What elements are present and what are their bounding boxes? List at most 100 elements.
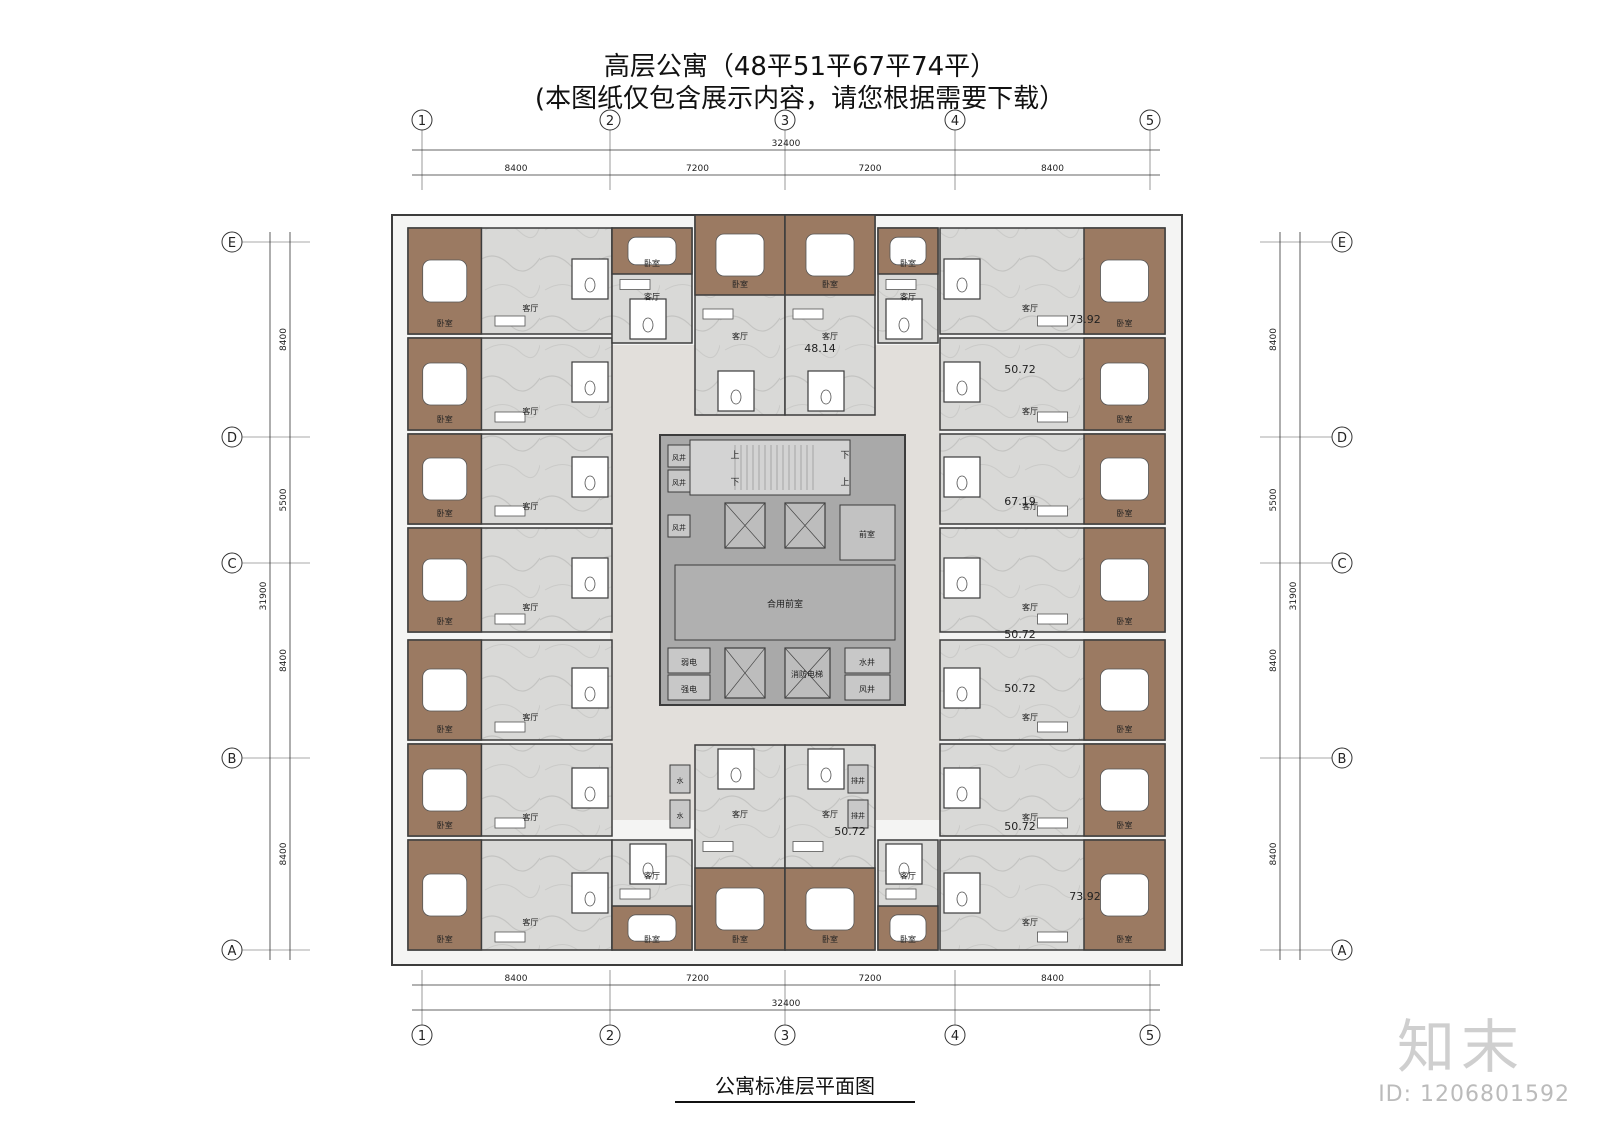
weak-electric-room <box>667 647 711 674</box>
grid-label-col: 3 <box>781 1029 789 1044</box>
stair-down-label: 下 <box>840 451 849 461</box>
corridor-shaft-label: 排井 <box>851 776 865 785</box>
living-label: 客厅 <box>644 871 660 881</box>
bed <box>422 457 468 501</box>
toilet <box>898 862 910 878</box>
toilet <box>584 576 596 592</box>
unit-area-label: 50.72 <box>1004 628 1036 641</box>
toilet <box>956 475 968 491</box>
toilet <box>956 277 968 293</box>
bed <box>422 668 468 712</box>
grid-label-col: 2 <box>606 1029 614 1044</box>
corridor-shaft-label: 排井 <box>851 811 865 820</box>
bed <box>1100 362 1149 406</box>
sofa <box>1037 721 1068 733</box>
sofa <box>494 817 526 829</box>
drawing-title: 公寓标准层平面图 <box>675 1070 915 1103</box>
shaft-label: 风井 <box>672 478 686 487</box>
dimension-col-spacing: 7200 <box>859 164 882 174</box>
dimension-row-spacing: 5500 <box>279 488 289 511</box>
smoke-shaft-core <box>844 674 891 701</box>
bed <box>889 914 927 942</box>
elevator-cross <box>784 502 826 549</box>
dimension-col-spacing: 7200 <box>859 974 882 984</box>
toilet <box>642 862 654 878</box>
dimension-total-width: 32400 <box>772 999 801 1009</box>
grid-label-row: A <box>228 944 237 959</box>
water-shaft <box>844 647 891 674</box>
apartment-units: 卧室客厅卧室客厅卧室客厅卧室客厅卧室客厅卧室客厅卧室客厅卧室客厅卧室客厅卧室客厅… <box>407 214 1166 951</box>
grid-label-row: B <box>1338 752 1347 767</box>
sofa <box>792 841 824 852</box>
toilet <box>820 767 832 783</box>
sofa <box>619 279 651 290</box>
bed <box>627 236 677 266</box>
sofa <box>885 279 917 290</box>
unit-right-1: 卧室 客厅 <box>939 227 1166 335</box>
bed <box>1100 457 1149 501</box>
sofa <box>702 308 734 320</box>
grid-label-row: E <box>228 236 236 251</box>
toilet <box>820 389 832 405</box>
sofa <box>1037 315 1068 327</box>
grid-label-col: 2 <box>606 114 614 129</box>
shaft-label: 风井 <box>859 684 875 694</box>
living-label: 客厅 <box>1022 917 1038 927</box>
bedroom-label: 卧室 <box>437 934 453 944</box>
dimension-row-spacing: 8400 <box>1269 842 1279 865</box>
bedroom-label: 卧室 <box>900 258 916 268</box>
stair <box>689 439 851 496</box>
unit-area-label: 50.72 <box>834 825 866 838</box>
sofa <box>702 841 734 852</box>
bedroom-label: 卧室 <box>1117 616 1133 626</box>
living-label: 客厅 <box>822 809 838 819</box>
sofa <box>494 411 526 423</box>
sofa <box>1037 613 1068 625</box>
shaft-3 <box>667 514 691 538</box>
bed <box>715 887 765 931</box>
bed <box>422 768 468 812</box>
dimension-row-spacing: 8400 <box>1269 328 1279 351</box>
shared-anteroom <box>674 564 896 641</box>
bedroom-label: 卧室 <box>1117 724 1133 734</box>
grid-label-col: 4 <box>951 114 959 129</box>
bed <box>805 233 855 277</box>
corridor-shaft-2 <box>669 799 691 829</box>
elevator-cross <box>724 502 766 549</box>
corridor-shaft-label: 水 <box>677 811 684 820</box>
grid-label-row: E <box>1338 236 1346 251</box>
living-label: 客厅 <box>1022 303 1038 313</box>
living-label: 客厅 <box>900 871 916 881</box>
bedroom-label: 卧室 <box>1117 934 1133 944</box>
grid-label-col: 3 <box>781 114 789 129</box>
sofa <box>885 888 917 900</box>
dimension-total-height: 31900 <box>1289 581 1299 610</box>
elevator-cross <box>784 647 831 699</box>
bedroom-label: 卧室 <box>1117 318 1133 328</box>
living-label: 客厅 <box>732 809 748 819</box>
bedroom-label: 卧室 <box>1117 820 1133 830</box>
bed <box>627 914 677 942</box>
elevator-cross <box>724 647 766 699</box>
dimension-row-spacing: 8400 <box>279 842 289 865</box>
anteroom <box>839 504 896 561</box>
toilet <box>584 686 596 702</box>
toilet <box>584 475 596 491</box>
sofa <box>619 888 651 900</box>
brand-logo: 知末 <box>1396 1013 1525 1081</box>
bedroom-label: 卧室 <box>437 508 453 518</box>
bed <box>889 236 927 266</box>
sofa <box>494 505 526 517</box>
unit-area-label: 67.19 <box>1004 495 1036 508</box>
bedroom-label: 卧室 <box>437 318 453 328</box>
bed <box>715 233 765 277</box>
bedroom-label: 卧室 <box>437 414 453 424</box>
